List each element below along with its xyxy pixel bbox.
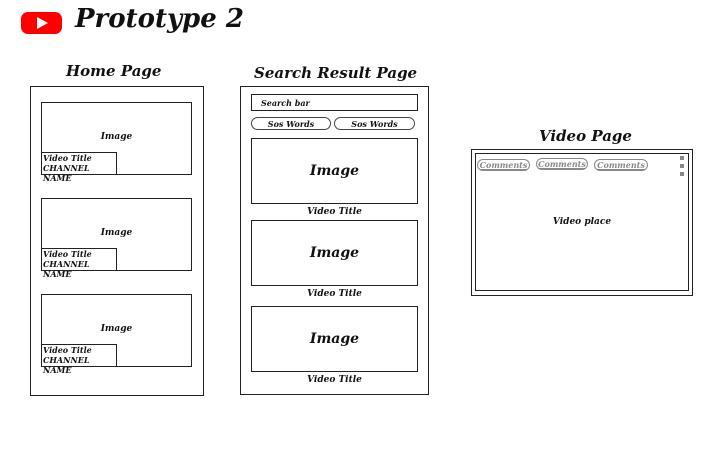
filter-chip[interactable]: Sos Words <box>334 117 415 130</box>
video-title[interactable]: Video Title <box>307 289 362 299</box>
youtube-logo-icon <box>21 12 62 34</box>
home-page-title: Home Page <box>66 62 162 80</box>
search-result-thumbnail[interactable]: Image <box>251 306 418 372</box>
thumbnail-placeholder: Image <box>309 331 360 347</box>
search-result-thumbnail[interactable]: Image <box>251 220 418 286</box>
thumbnail-placeholder: Image <box>100 131 133 142</box>
video-info-overlay: Video Title CHANNEL NAME <box>41 152 117 183</box>
video-title[interactable]: Video Title <box>43 153 92 163</box>
video-placeholder: Video place <box>552 217 612 227</box>
thumbnail-placeholder: Image <box>309 245 360 261</box>
more-options-icon[interactable] <box>680 156 684 178</box>
video-info-overlay: Video Title CHANNEL NAME <box>41 248 117 279</box>
search-page-title: Search Result Page <box>254 64 418 82</box>
video-title[interactable]: Video Title <box>43 345 92 355</box>
thumbnail-placeholder: Image <box>100 323 133 334</box>
video-player[interactable]: Video place <box>475 153 689 291</box>
search-result-thumbnail[interactable]: Image <box>251 138 418 204</box>
comments-chip[interactable]: Comments <box>477 159 530 171</box>
channel-name[interactable]: CHANNEL NAME <box>43 355 90 375</box>
page-title: Prototype 2 <box>75 4 244 34</box>
thumbnail-placeholder: Image <box>309 163 360 179</box>
video-info-overlay: Video Title CHANNEL NAME <box>41 344 117 375</box>
channel-name[interactable]: CHANNEL NAME <box>43 259 90 279</box>
channel-name[interactable]: CHANNEL NAME <box>43 163 90 183</box>
video-page-title: Video Page <box>539 127 632 145</box>
thumbnail-placeholder: Image <box>100 227 133 238</box>
comments-chip[interactable]: Comments <box>536 158 588 170</box>
comments-chip[interactable]: Comments <box>594 159 648 171</box>
video-title[interactable]: Video Title <box>307 207 362 217</box>
video-title[interactable]: Video Title <box>43 249 92 259</box>
video-title[interactable]: Video Title <box>307 375 362 385</box>
search-bar[interactable]: Search bar <box>251 94 418 111</box>
filter-chip[interactable]: Sos Words <box>251 117 331 130</box>
